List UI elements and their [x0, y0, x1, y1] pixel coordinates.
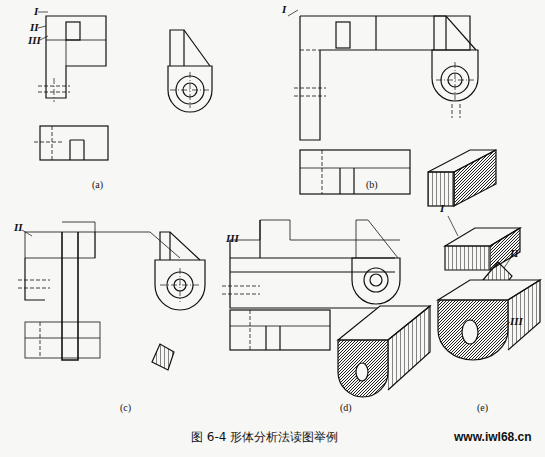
- part-number: I: [440, 203, 444, 214]
- view-label: (e): [477, 403, 488, 413]
- caption: 图 6-4 形体分析法读图举例: [191, 431, 338, 443]
- part-number: II: [14, 222, 23, 233]
- view-label: (a): [92, 180, 103, 190]
- part-number: I: [34, 6, 38, 17]
- part-number: I: [282, 4, 286, 15]
- part-number: II: [30, 22, 39, 33]
- view-label: (c): [120, 403, 131, 413]
- part-number: III: [28, 35, 41, 46]
- part-number: III: [510, 316, 523, 327]
- view-label: (d): [340, 403, 352, 413]
- part-number: III: [226, 233, 239, 244]
- part-number: II: [510, 248, 519, 259]
- watermark: www.iwl68.cn: [454, 431, 532, 443]
- view-label: (b): [366, 180, 378, 190]
